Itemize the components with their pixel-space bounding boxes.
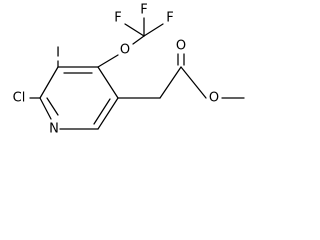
atom-label-f3: F [166, 11, 173, 26]
atom-label-cl: Cl [13, 91, 26, 106]
bond-c2-c3 [39, 66, 59, 99]
bond-n1-c2 [39, 97, 52, 120]
bond-cf3-f1 [124, 23, 145, 37]
substituent-bonds [29, 17, 245, 99]
bond-n1-c2-inner [46, 97, 59, 116]
bond-c-o-ester [180, 66, 207, 99]
bond-c5-c6 [97, 97, 119, 130]
bond-c5-c6-inner [93, 98, 111, 125]
atom-label-o-carbonyl: O [176, 39, 186, 54]
atom-label-f1: F [114, 11, 121, 26]
pyridine-ring [39, 66, 119, 130]
atom-label-f2: F [140, 3, 147, 18]
atom-label-o-ester: O [209, 91, 219, 106]
bond-cf3-f3 [143, 23, 164, 37]
bond-c4-o [97, 54, 119, 68]
bond-c4-c5 [97, 66, 119, 99]
chemical-structure-diagram: Cl I N O F F F O O [12, 2, 245, 137]
atom-labels: Cl I N O F F F O O [13, 3, 219, 137]
atom-label-i: I [56, 46, 60, 61]
bond-o-cf3 [132, 35, 145, 45]
atom-label-n: N [49, 122, 59, 137]
atom-label-o-ether: O [120, 43, 130, 58]
bond-ch2-c-carbonyl [159, 66, 182, 99]
